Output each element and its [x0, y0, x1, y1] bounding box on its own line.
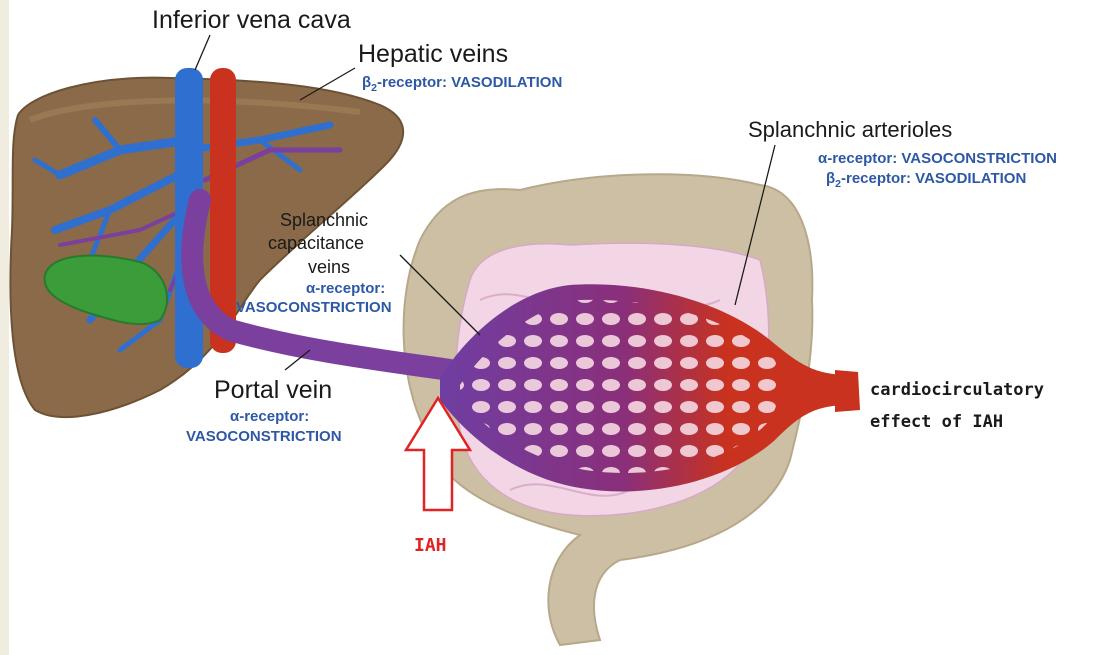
label-cap-line3: veins	[308, 257, 350, 278]
label-portal-vaso: VASOCONSTRICTION	[186, 428, 342, 445]
label-cap-alpha: α-receptor:	[306, 280, 385, 297]
label-cap-line2: capacitance	[268, 233, 364, 254]
label-effect-line2: effect of IAH	[870, 412, 1003, 432]
label-cap-line1: Splanchnic	[280, 210, 368, 231]
label-portal-vein: Portal vein	[214, 376, 332, 405]
label-hepatic-receptor: β2-receptor: VASODILATION	[362, 74, 562, 94]
label-arteriole-beta: β2-receptor: VASODILATION	[826, 170, 1026, 190]
label-effect-line1: cardiocirculatory	[870, 380, 1044, 400]
label-inferior-vena-cava: Inferior vena cava	[152, 6, 351, 35]
mesenteric-artery-stub	[835, 370, 860, 412]
label-arteriole-alpha: α-receptor: VASOCONSTRICTION	[818, 150, 1057, 167]
label-iah: IAH	[414, 535, 447, 556]
label-portal-alpha: α-receptor:	[230, 408, 309, 425]
beta-symbol: β	[362, 74, 371, 91]
label-cap-vaso: VASOCONSTRICTION	[236, 299, 392, 316]
label-splanchnic-arterioles: Splanchnic arterioles	[748, 117, 952, 143]
label-hepatic-veins: Hepatic veins	[358, 40, 508, 69]
